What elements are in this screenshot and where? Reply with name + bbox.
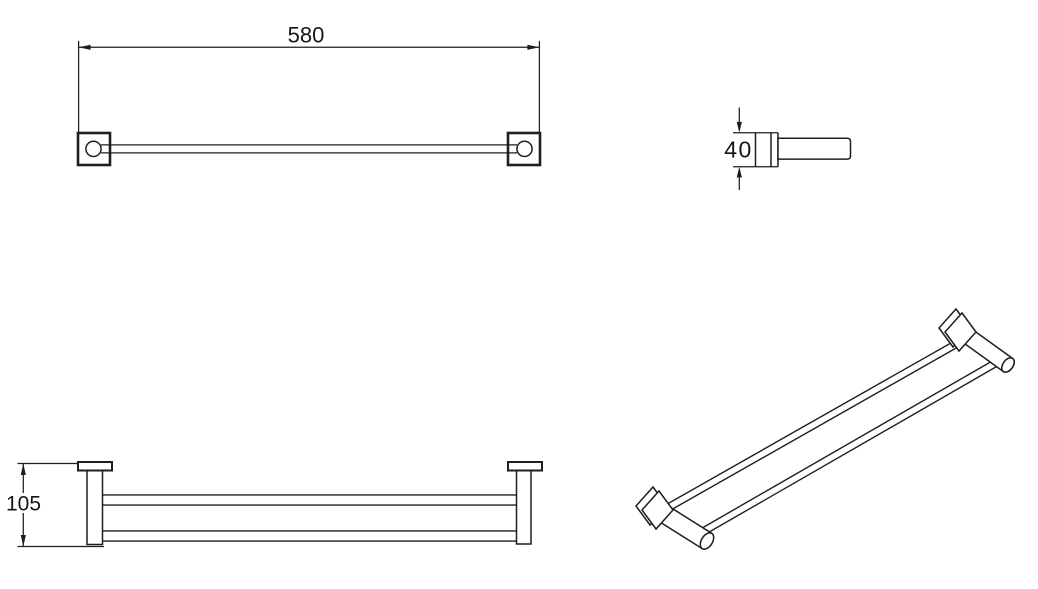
iso-left-post-endcap: [699, 532, 715, 550]
right-wall-plate-plan: [507, 461, 543, 472]
iso-right-post-endcap: [1001, 357, 1015, 373]
left-wall-plate-plan: [77, 461, 113, 472]
dimension-label-depth: 105: [6, 493, 41, 516]
iso-left-plate-front: [641, 489, 674, 531]
dimension-label-width: 580: [288, 23, 325, 48]
arrowhead-left-icon: [78, 44, 91, 50]
plan-bar-assembly: [77, 461, 543, 546]
side-bracket: [733, 132, 852, 168]
right-post-circle: [516, 140, 533, 158]
side-profile-view: 40: [724, 107, 852, 190]
post-side: [777, 137, 852, 160]
arrowhead-down-icon: [736, 121, 742, 133]
isometric-view: [635, 307, 1015, 550]
plan-view: 105: [6, 461, 543, 548]
left-post-circle: [85, 140, 102, 158]
iso-right-plate-front: [944, 311, 977, 353]
arrowhead-up-icon: [20, 463, 26, 475]
dimension-105: 105: [6, 462, 104, 548]
arrowhead-down-icon: [20, 535, 26, 547]
left-post-plan: [86, 469, 104, 546]
iso-outer-rail-body: [694, 357, 1004, 538]
front-bar-assembly: [76, 131, 542, 167]
right-post-plan: [515, 469, 532, 545]
arrowhead-up-icon: [736, 166, 742, 178]
front-elevation-view: 580: [76, 23, 542, 167]
label-mask: [8, 493, 39, 513]
arrowhead-right-icon: [527, 44, 540, 50]
iso-inner-rail-body: [652, 336, 968, 518]
dimension-580: 580: [77, 23, 541, 132]
dimension-label-plate: 40: [724, 137, 753, 163]
dimension-40: 40: [724, 107, 753, 190]
